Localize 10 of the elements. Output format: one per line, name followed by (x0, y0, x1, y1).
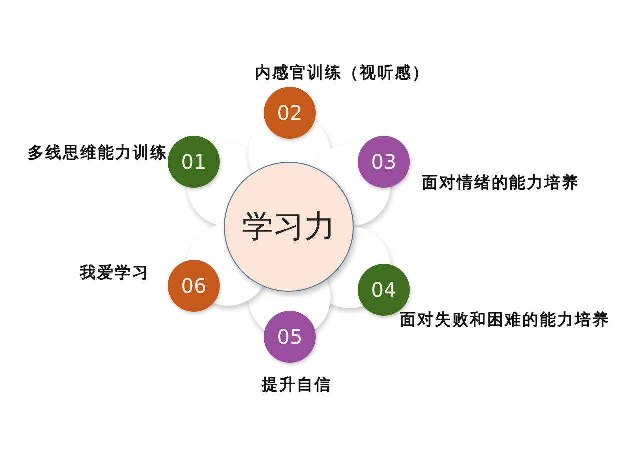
number-circle: 06 (168, 260, 220, 312)
caption-text: 提升自信 (262, 375, 332, 395)
number-circle: 02 (264, 87, 316, 139)
caption-text: 面对情绪的能力培养 (422, 173, 580, 193)
number-circle: 01 (168, 136, 220, 188)
caption-text: 我爱学习 (80, 263, 150, 283)
caption-text: 多线思维能力训练 (28, 143, 168, 163)
number-circle: 05 (264, 311, 316, 363)
number-circle: 03 (358, 136, 410, 188)
caption-text: 内感官训练（视听感） (255, 63, 430, 83)
